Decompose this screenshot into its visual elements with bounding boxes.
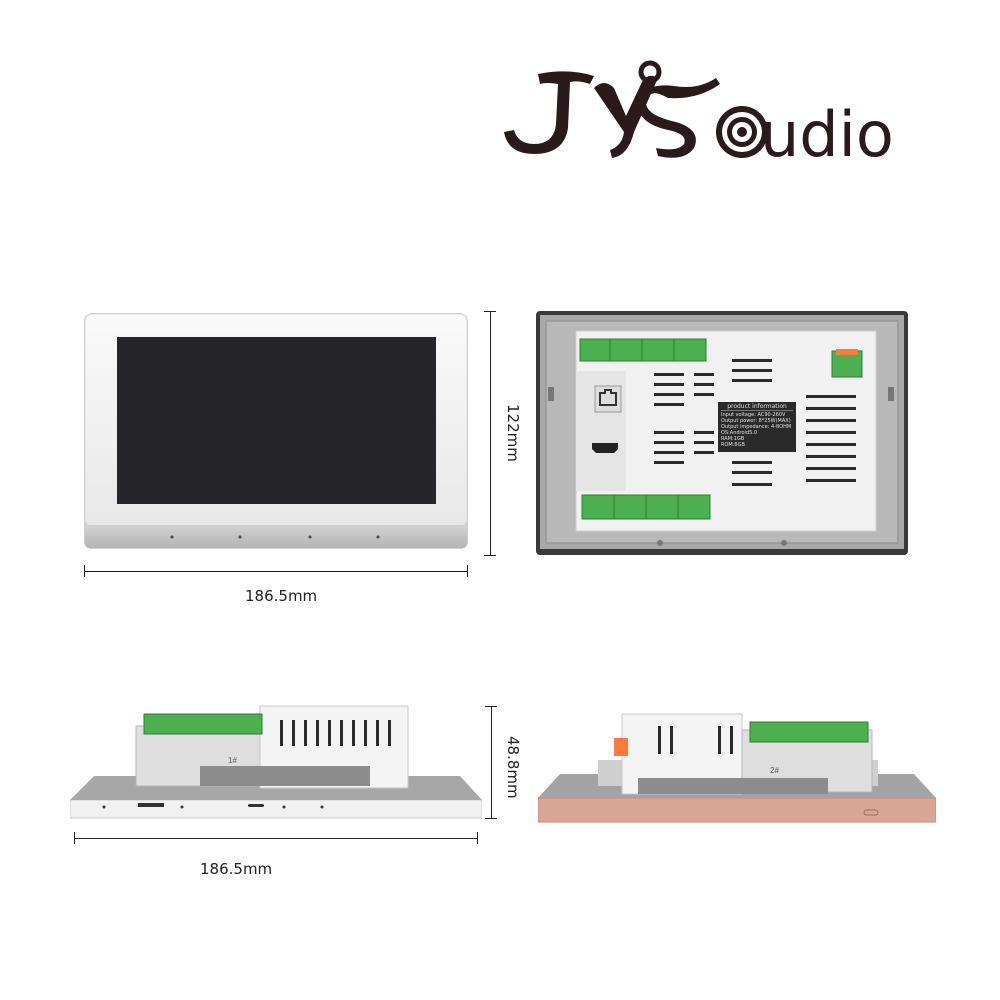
usb-c-port-icon: [248, 804, 264, 807]
side2-marking: 2#: [770, 766, 779, 775]
hdmi-port-icon: [592, 443, 618, 453]
rj45-port-icon: [594, 385, 622, 413]
front-width-label: 186.5mm: [245, 587, 318, 605]
spec-line: RAM:1GB: [721, 436, 745, 442]
spec-line: OS:Android5.0: [721, 430, 758, 436]
side-width-label: 186.5mm: [200, 860, 273, 878]
jysaudio-logo: udio: [504, 60, 894, 168]
spec-title: product information: [721, 404, 793, 411]
front-view: [84, 313, 468, 549]
spec-line: ROM:8GB: [721, 442, 745, 448]
microsd-slot-icon: [138, 803, 164, 807]
logo-wordmark: udio: [760, 98, 894, 168]
spec-line: Output power: 8*25W(MAX): [721, 418, 791, 424]
spec-line: Input voltage: AC90-260V: [721, 412, 786, 418]
side-view-top: 2#: [537, 710, 937, 826]
side1-marking: 1#: [228, 756, 237, 765]
side-depth-label: 48.8mm: [504, 736, 522, 799]
front-height-label: 122mm: [504, 404, 522, 462]
side-view-bottom: 1#: [69, 700, 483, 822]
spec-label: product information Input voltage: AC90-…: [718, 402, 796, 452]
spec-line: Output impedance: 4-8OHM: [721, 424, 792, 430]
